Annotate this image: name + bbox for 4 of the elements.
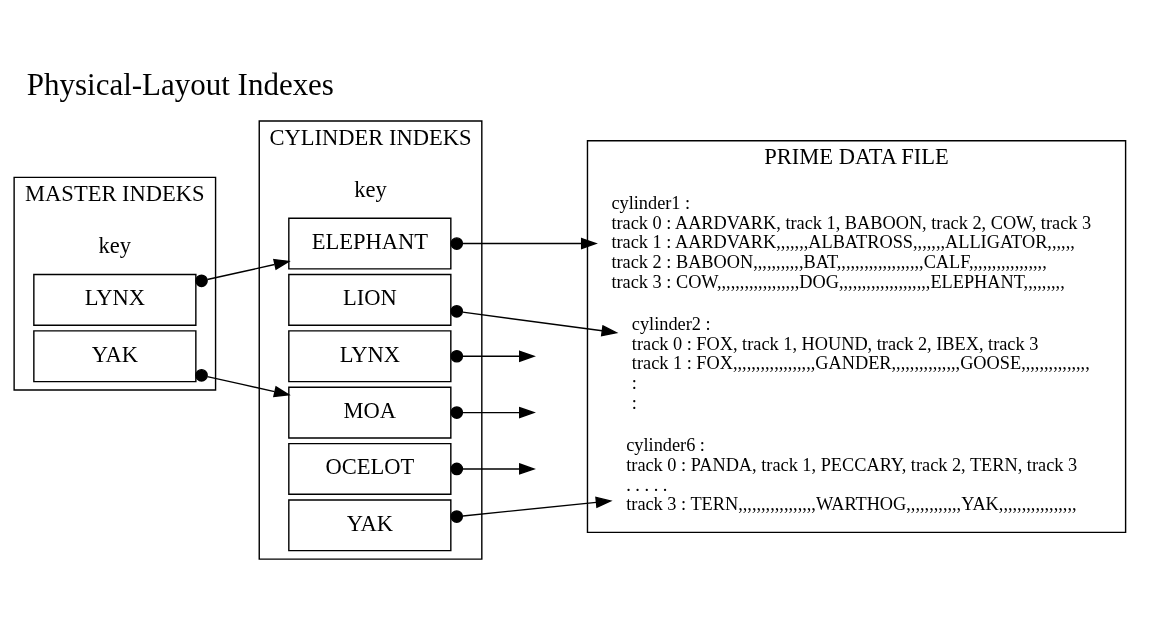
node-text: cylinder2 : track 0 : FOX, track 1, HOUND, track 2, IBEX, track 3 track 1 : FOX,,,,,,,,,,,,,,,,,,GANDER,,,,,,,,,,,,,,,GOOSE,,,,,,,,,,,,,,, : : bbox=[631, 313, 1090, 413]
node-text: cylinder1 : track 0 : AARDVARK, track 1, BABOON, track 2, COW, track 3 track 1 : AARDVARK,,,,,,,ALBATROSS,,,,,,,ALLIGATOR,,,,,, track 2 : BABOON,,,,,,,,,,,BAT,,,,,,,,,,,,,,,,,,,CALF,,,,,,,,,,,,,,,,, track 3 : COW,,,,,,,,,,,,,,,,,,DOG,,,,,,,,,,,,,,,,,,,,ELEPHANT,,,,,,,,, bbox=[611, 192, 1092, 292]
node-text: cylinder6 : track 0 : PANDA, track 1, PECCARY, track 2, TERN, track 3 . . . . . track 3 : TERN,,,,,,,,,,,,,,,,,WARTHOG,,,,,,,,,,,,YAK,,,,,,,,,,,,,,,,, bbox=[626, 434, 1078, 514]
diagram-title: Physical-Layout Indexes bbox=[26, 66, 334, 102]
